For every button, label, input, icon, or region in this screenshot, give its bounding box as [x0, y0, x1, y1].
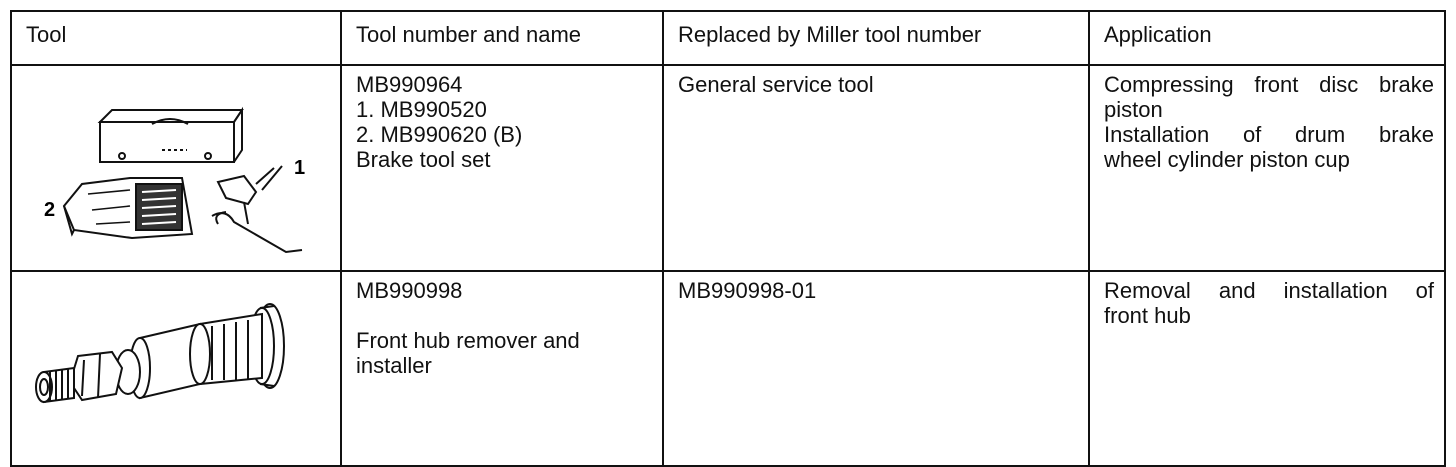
- callout-1: 1: [294, 157, 305, 179]
- header-tool-number-and-name: Tool number and name: [340, 10, 664, 66]
- tool-name: Brake tool set: [356, 147, 491, 172]
- header-tool: Tool: [10, 10, 342, 66]
- header-row: Tool Tool number and name Replaced by Mi…: [10, 10, 1446, 66]
- callout-2: 2: [44, 199, 55, 221]
- application-line: Removal and installation of: [1104, 278, 1434, 303]
- table-row: 1 2 MB990964 1. MB990520 2. MB990620 (B)…: [10, 64, 1446, 272]
- tool-image-cell: [10, 270, 342, 467]
- header-replaced-by: Replaced by Miller tool number: [662, 10, 1090, 66]
- application-line: wheel cylinder piston cup: [1104, 147, 1350, 172]
- replaced-by-cell: General service tool: [662, 64, 1090, 272]
- tool-image-cell: 1 2: [10, 64, 342, 272]
- application-line: piston: [1104, 97, 1163, 122]
- header-application: Application: [1088, 10, 1446, 66]
- tool-number: MB990998: [356, 278, 463, 303]
- tool-number: MB990964: [356, 72, 463, 97]
- application-line: front hub: [1104, 303, 1191, 328]
- special-tools-table: Tool Tool number and name Replaced by Mi…: [10, 10, 1446, 467]
- replaced-by-value: MB990998-01: [678, 278, 817, 303]
- application-line: Compressing front disc brake: [1104, 72, 1434, 97]
- tool-name-line: Front hub remover and: [356, 328, 580, 353]
- table-row: MB990998 Front hub remover and installer…: [10, 270, 1446, 467]
- application-cell: Removal and installation of front hub: [1088, 270, 1446, 467]
- tool-item-1: 1. MB990520: [356, 97, 487, 122]
- brake-tool-set-illustration: 1 2: [44, 106, 305, 254]
- replaced-by-cell: MB990998-01: [662, 270, 1090, 467]
- application-cell: Compressing front disc brake piston Inst…: [1088, 64, 1446, 272]
- front-hub-remover-installer-illustration: [35, 303, 285, 404]
- application-line: Installation of drum brake: [1104, 122, 1434, 147]
- tool-number-cell: MB990998 Front hub remover and installer: [340, 270, 664, 467]
- tool-name-line: installer: [356, 353, 432, 378]
- tool-number-cell: MB990964 1. MB990520 2. MB990620 (B) Bra…: [340, 64, 664, 272]
- tool-item-2: 2. MB990620 (B): [356, 122, 523, 147]
- replaced-by-value: General service tool: [678, 72, 874, 97]
